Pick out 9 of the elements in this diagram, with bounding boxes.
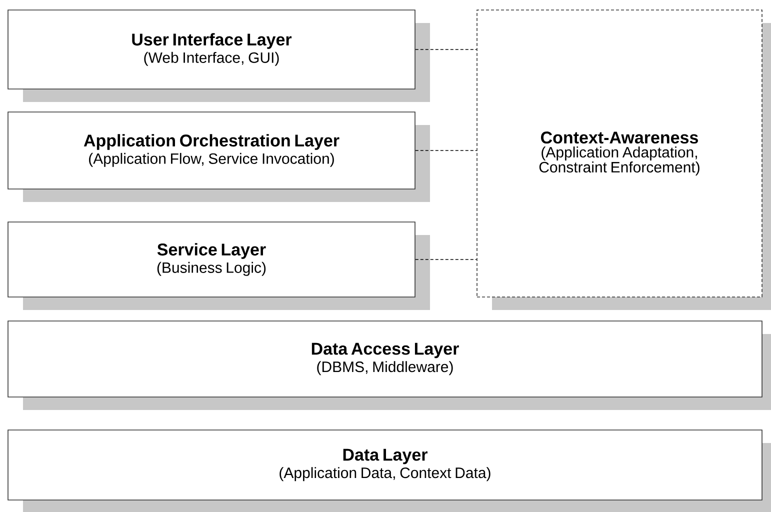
layer-box: Application Orchestration Layer (Application Flow, Service Invocation) [8, 112, 430, 202]
connector-line [415, 49, 477, 50]
layer-box: User Interface Layer (Web Interface, GUI) [8, 10, 430, 102]
layer-box: Data Access Layer (DBMS, Middleware) [8, 320, 771, 410]
context-box: Context-Awareness (Application Adaptation, Constraint Enforcement) [476, 10, 771, 310]
layer-box: Data Layer (Application Data, Context Data) [8, 430, 771, 512]
layer-box: Service Layer (Business Logic) [8, 222, 430, 310]
connector-line [415, 150, 477, 151]
connector-line [415, 259, 477, 260]
